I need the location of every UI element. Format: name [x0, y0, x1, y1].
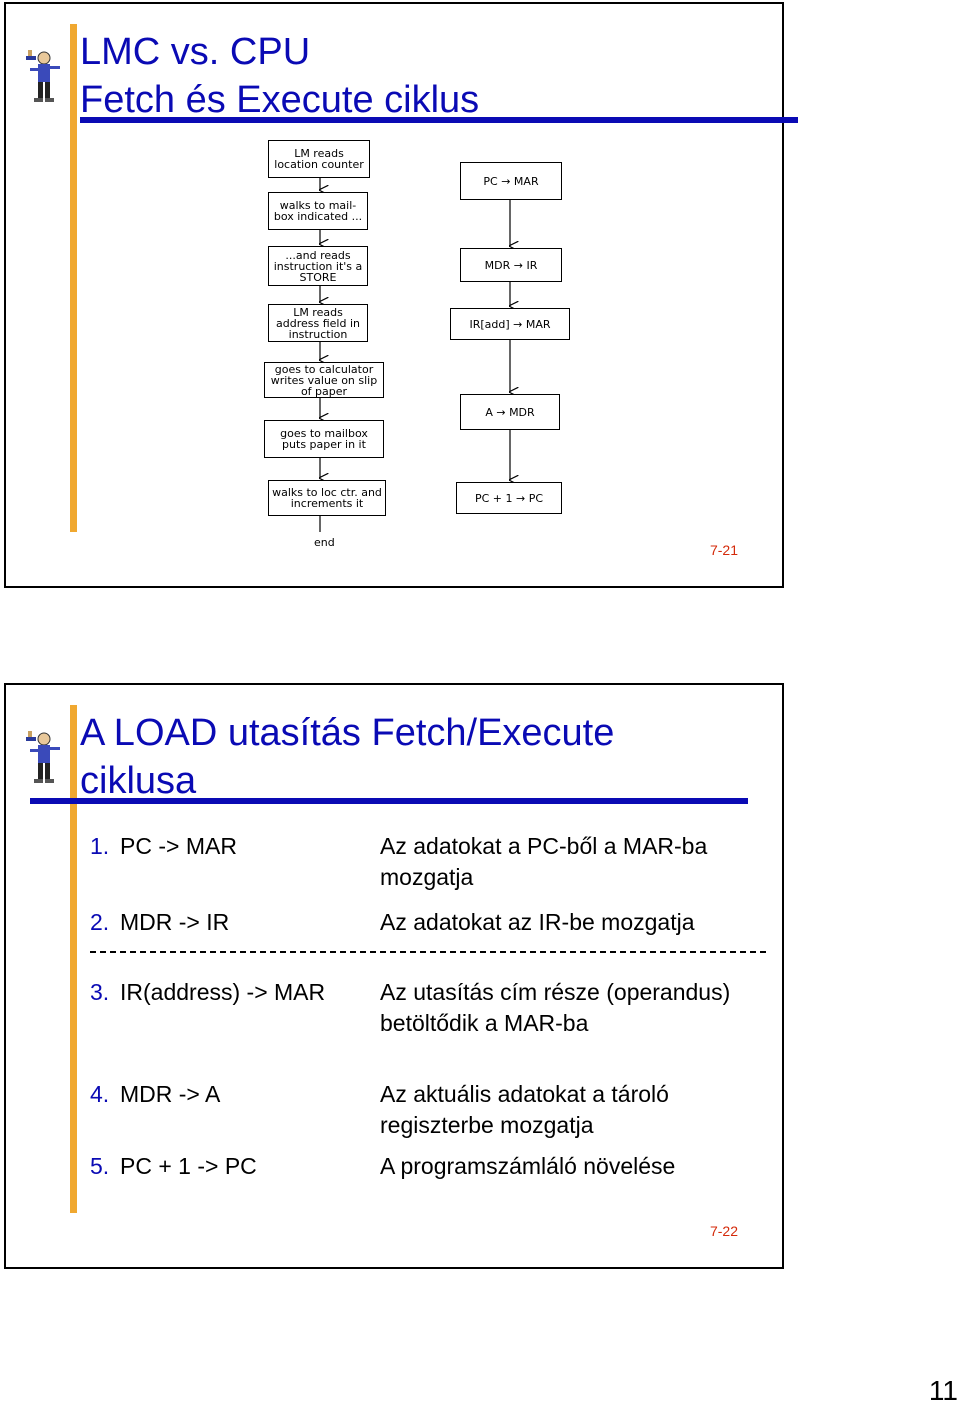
step-description: Az utasítás cím része (operandus) betölt… — [380, 979, 731, 1036]
title-line-1: A LOAD utasítás Fetch/Execute — [80, 712, 615, 754]
cpu-step-2: MDR → IR — [460, 248, 562, 282]
slide-title: A LOAD utasítás Fetch/Execute ciklusa — [80, 709, 760, 805]
step-code: MDR -> IR — [120, 909, 230, 935]
lmc-step-7: walks to loc ctr. and increments it — [268, 480, 386, 516]
step-number: 5. — [90, 1153, 110, 1179]
step-number: 1. — [90, 833, 110, 859]
lmc-step-1: LM reads location counter — [268, 140, 370, 178]
step-description: Az adatokat a PC-ből a MAR-ba mozgatja — [380, 833, 708, 890]
step-description: Az aktuális adatokat a tároló regiszterb… — [380, 1081, 669, 1138]
lmc-step-4: LM reads address field in instruction — [268, 304, 368, 342]
dashed-separator — [90, 951, 766, 953]
lmc-end-label: end — [314, 536, 335, 549]
accent-bar — [70, 24, 77, 532]
cpu-step-3: IR[add] → MAR — [450, 308, 570, 340]
cpu-step-5: PC + 1 → PC — [456, 482, 562, 514]
title-line-1: LMC vs. CPU — [80, 31, 311, 73]
flow-arrows — [220, 178, 644, 532]
lmc-step-3: ...and reads instruction it's a STORE — [268, 246, 368, 286]
step-number: 4. — [90, 1081, 110, 1107]
page-number: 7-22 — [709, 1223, 738, 1239]
lmc-step-6: goes to mailbox puts paper in it — [264, 420, 384, 458]
slide-load-cycle: A LOAD utasítás Fetch/Execute ciklusa 1.… — [4, 683, 784, 1269]
step-number: 3. — [90, 979, 110, 1005]
title-line-2: Fetch és Execute ciklus — [80, 79, 480, 121]
sheet-number: 11 — [928, 1375, 958, 1406]
step-code: MDR -> A — [120, 1081, 221, 1107]
step-code: IR(address) -> MAR — [120, 979, 326, 1005]
cpu-step-4: A → MDR — [460, 394, 560, 430]
cpu-step-1: PC → MAR — [460, 162, 562, 200]
step-description: Az adatokat az IR-be mozgatja — [380, 909, 695, 935]
step-code: PC + 1 -> PC — [120, 1153, 257, 1179]
slide-fetch-execute: LMC vs. CPU Fetch és Execute ciklus — [4, 2, 798, 588]
page-number: 7-21 — [709, 542, 738, 558]
title-underline — [80, 117, 798, 123]
step-code: PC -> MAR — [120, 833, 237, 859]
title-underline — [30, 798, 748, 804]
title-line-2: ciklusa — [80, 760, 197, 802]
step-description: A programszámláló növelése — [380, 1153, 676, 1179]
mascot-icon — [26, 731, 60, 783]
lmc-cpu-flow-diagram: LM reads location counter walks to mail-… — [220, 134, 644, 554]
slide-title: LMC vs. CPU Fetch és Execute ciklus — [80, 28, 760, 124]
lmc-step-2: walks to mail-box indicated ... — [268, 192, 368, 230]
accent-bar — [70, 705, 77, 1213]
step-number: 2. — [90, 909, 110, 935]
lmc-step-5: goes to calculator writes value on slip … — [264, 362, 384, 398]
mascot-icon — [26, 50, 60, 102]
